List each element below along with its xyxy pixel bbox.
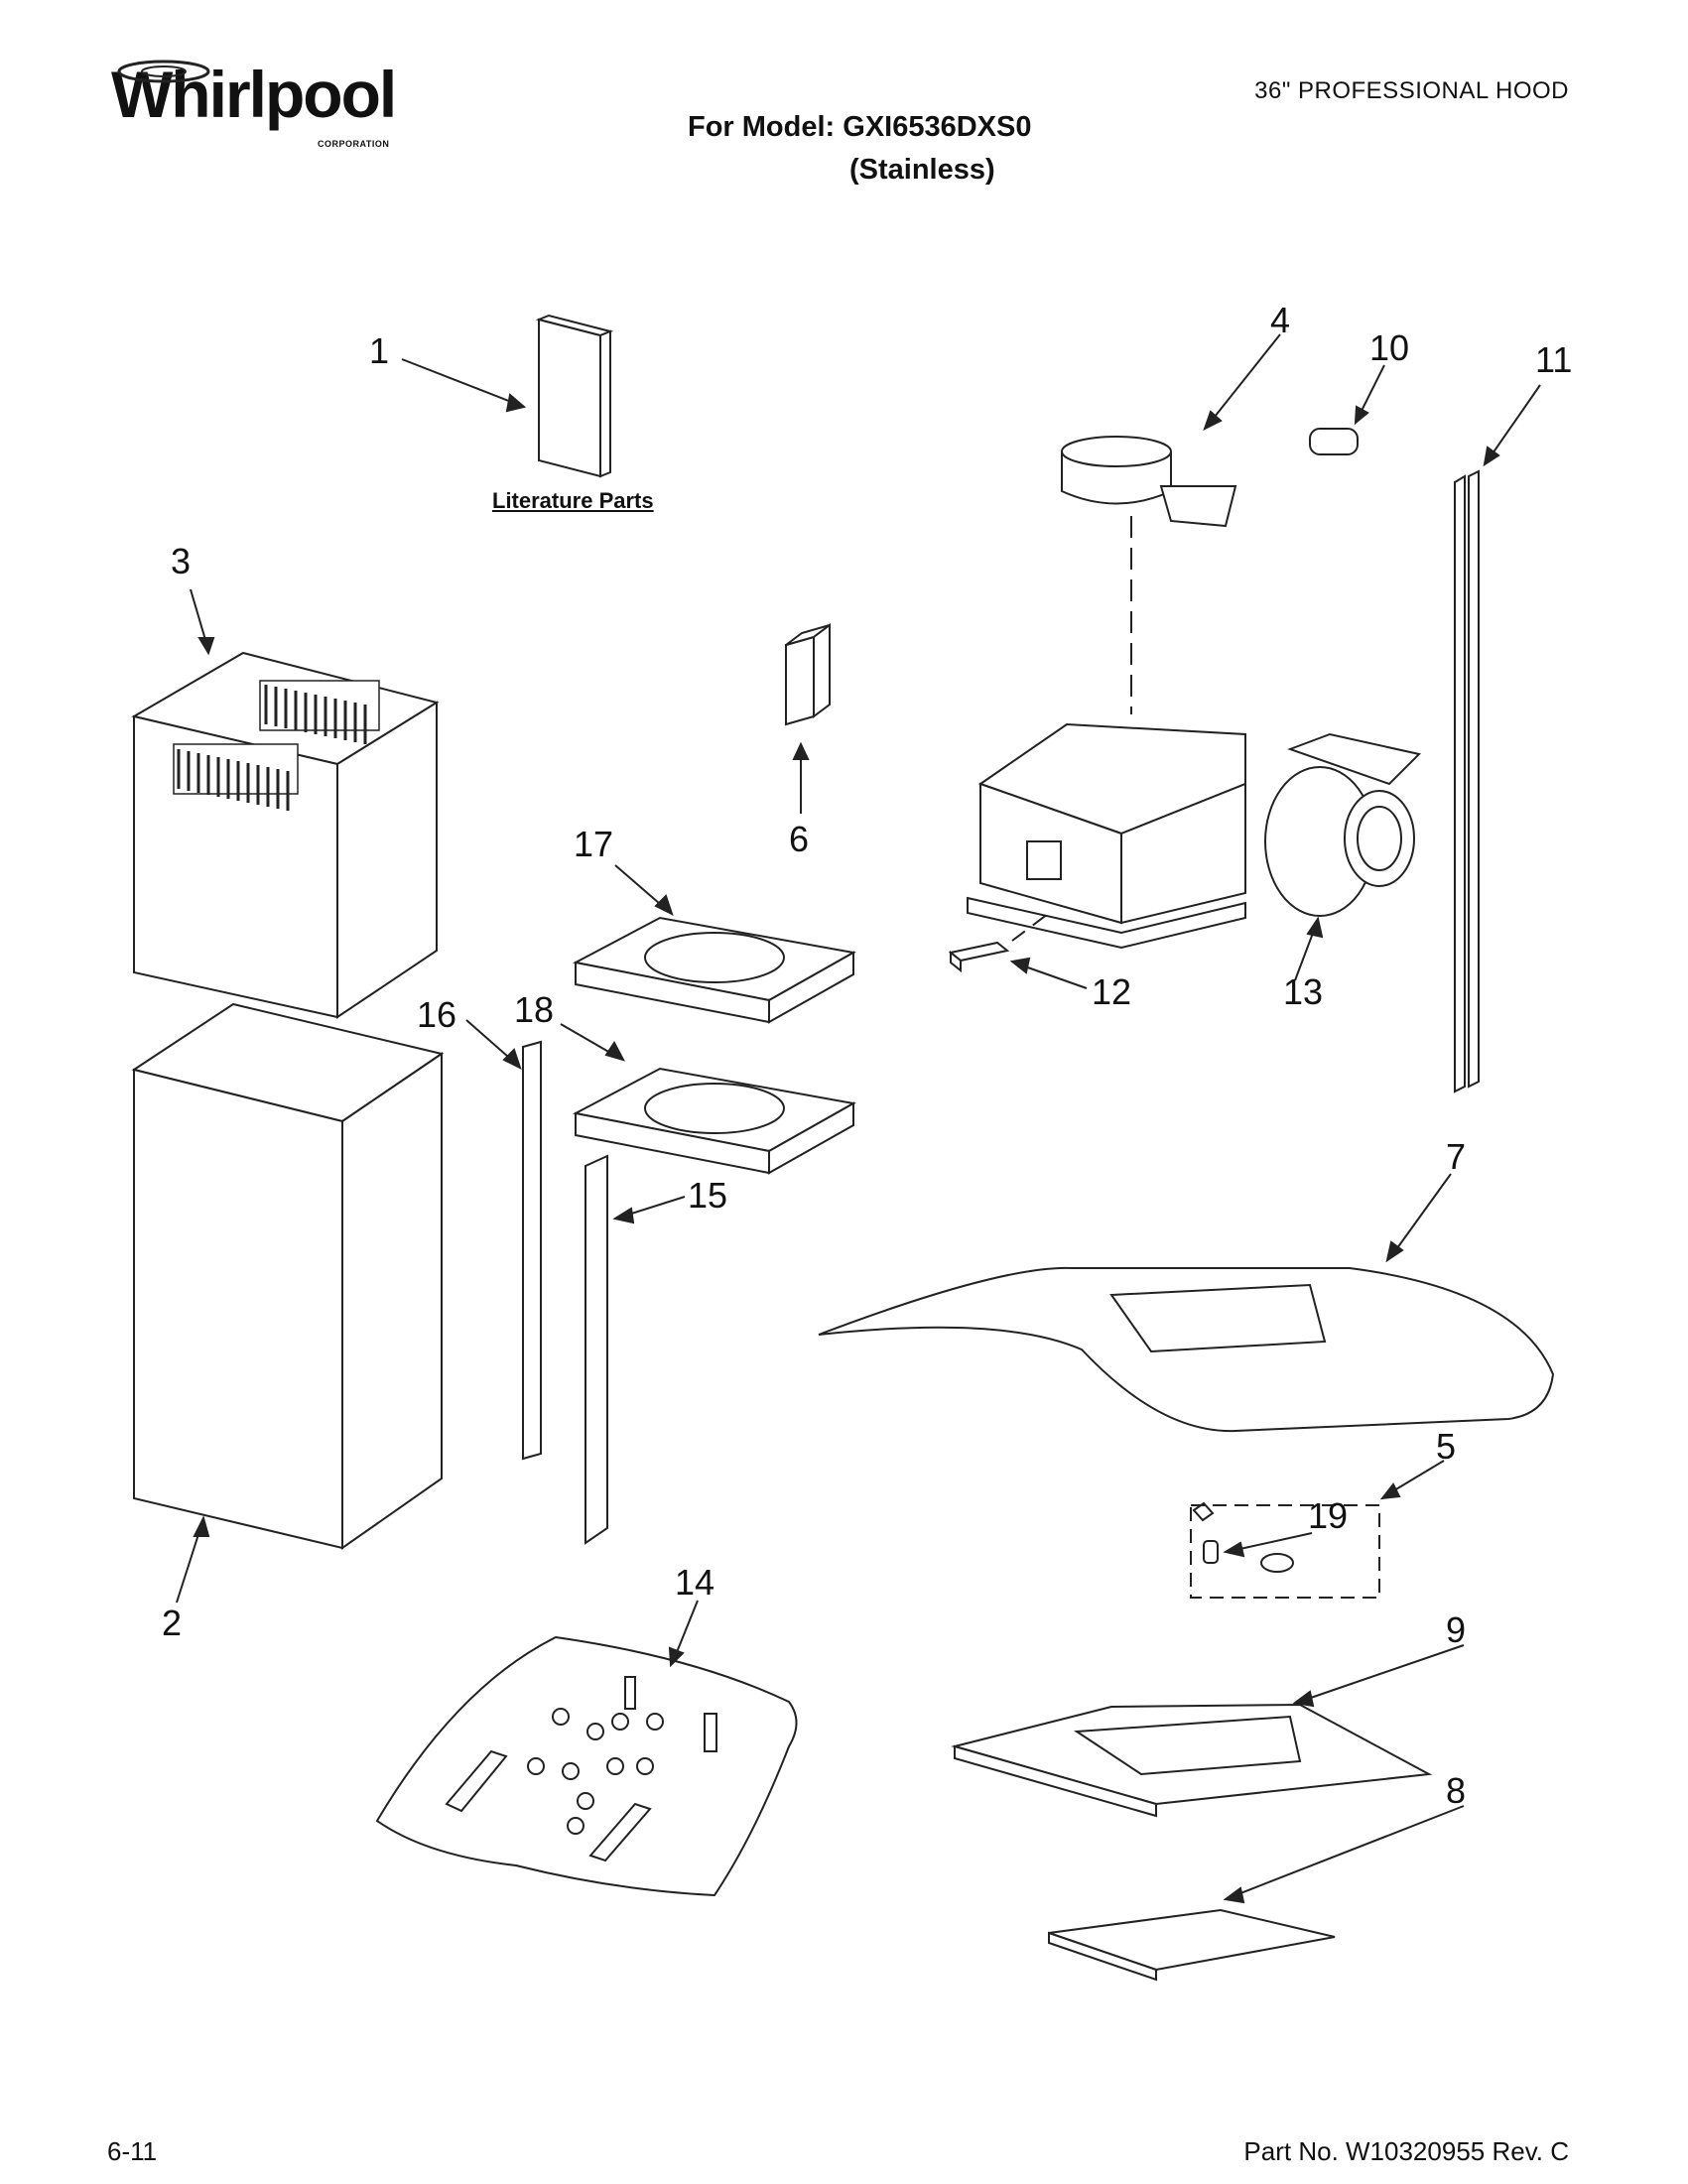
part-2-lower-duct-cover bbox=[131, 1002, 445, 1604]
callout-7: 7 bbox=[1446, 1136, 1467, 1177]
callout-9: 9 bbox=[1446, 1609, 1467, 1650]
part-17-mounting-plate bbox=[573, 864, 856, 1024]
part-18-mounting-plate bbox=[560, 1023, 856, 1175]
callout-5: 5 bbox=[1436, 1426, 1457, 1467]
callout-19: 19 bbox=[1308, 1495, 1349, 1536]
callout-4: 4 bbox=[1270, 300, 1291, 340]
brand-logo: Whirlpool bbox=[111, 58, 397, 131]
part-8-grease-filter bbox=[1048, 1805, 1465, 1982]
part-15-bracket bbox=[584, 1154, 686, 1545]
callout-15: 15 bbox=[688, 1175, 728, 1216]
callout-10: 10 bbox=[1369, 327, 1410, 368]
part-9-filter-frame bbox=[951, 1644, 1465, 1818]
part-16-bracket bbox=[465, 1019, 542, 1461]
callout-16: 16 bbox=[417, 994, 457, 1035]
part-12-terminal-block bbox=[948, 910, 1088, 989]
part-6-component bbox=[785, 623, 831, 814]
callout-8: 8 bbox=[1446, 1770, 1467, 1811]
part-4-duct-collar bbox=[1061, 333, 1281, 714]
model-finish: (Stainless) bbox=[849, 154, 995, 186]
callout-3: 3 bbox=[171, 541, 192, 581]
callout-13: 13 bbox=[1283, 971, 1324, 1012]
callout-1: 1 bbox=[369, 330, 390, 371]
part-5-light-kit-group bbox=[1190, 1460, 1445, 1599]
callout-11: 11 bbox=[1535, 339, 1573, 380]
literature-parts-label: Literature Parts bbox=[492, 488, 654, 513]
part-11-rail bbox=[1454, 384, 1541, 1093]
brand-sub: CORPORATION bbox=[318, 139, 390, 149]
model-number: For Model: GXI6536DXS0 bbox=[688, 111, 1032, 143]
callout-18: 18 bbox=[514, 989, 555, 1030]
callout-2: 2 bbox=[162, 1603, 183, 1643]
footer-date: 6-11 bbox=[107, 2136, 158, 2166]
callout-14: 14 bbox=[675, 1562, 715, 1603]
callout-12: 12 bbox=[1092, 971, 1132, 1012]
callout-6: 6 bbox=[789, 819, 810, 859]
footer-part-number: Part No. W10320955 Rev. C bbox=[1243, 2136, 1569, 2166]
blower-housing bbox=[967, 722, 1246, 950]
part-10-capacitor bbox=[1309, 364, 1385, 455]
logo-swirl bbox=[117, 60, 210, 83]
part-7-canopy bbox=[818, 1173, 1555, 1433]
part-14-hardware-bag bbox=[375, 1600, 798, 1897]
part-3-upper-duct-cover bbox=[131, 588, 440, 1019]
product-title: 36" PROFESSIONAL HOOD bbox=[1254, 77, 1569, 104]
callout-17: 17 bbox=[574, 824, 614, 864]
part-13-blower-wheel bbox=[1264, 732, 1421, 981]
part-1-literature-booklet bbox=[401, 314, 614, 478]
